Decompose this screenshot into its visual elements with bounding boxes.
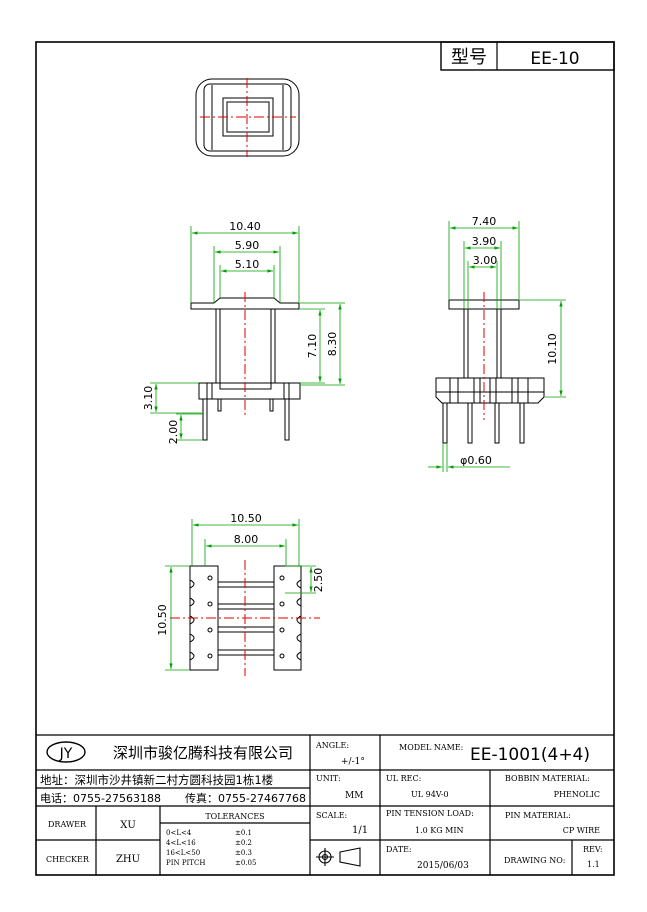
front-dimension-labels: 10.40 5.90 5.10 7.10 8.30 3.10 2.00	[142, 220, 339, 444]
bobbin-material-value: PHENOLIC	[554, 790, 600, 799]
pin-tension-label: PIN TENSION LOAD:	[386, 809, 474, 818]
scale-value: 1/1	[352, 825, 368, 836]
drawer-value: XU	[120, 820, 136, 831]
model-name-value: EE-1001(4+4)	[470, 745, 590, 765]
dim-side-width-core: 3.00	[473, 254, 498, 267]
side-view	[435, 292, 545, 444]
date-value: 2015/06/03	[417, 861, 469, 871]
svg-text:JY: JY	[59, 746, 73, 762]
dim-bottom-width-overall: 10.50	[230, 512, 262, 525]
ul-rec-value: UL 94V-0	[411, 790, 449, 799]
checker-label: CHECKER	[46, 855, 90, 864]
dim-side-height: 10.10	[546, 333, 559, 365]
pin-material-label: PIN MATERIAL:	[505, 811, 571, 820]
title-block	[36, 734, 614, 875]
front-dimensions	[150, 226, 345, 441]
side-dimension-labels: 7.40 3.90 3.00 10.10 φ0.60	[460, 215, 559, 467]
company-phone: 电话：0755-27563188	[40, 792, 161, 805]
header-model-box: 型号 EE-10	[440, 41, 615, 71]
tolerance-list: 0<L<4 ±0.1 4<L<16 ±0.2 16<L<50 ±0.3 PIN …	[166, 829, 256, 867]
projection-symbol-icon	[316, 847, 361, 867]
tolerance-range: 4<L<16	[166, 839, 196, 847]
tolerance-range: 16<L<50	[166, 849, 200, 857]
dim-front-width-overall: 10.40	[229, 220, 261, 233]
model-label: EE-10	[530, 49, 579, 69]
bottom-dimension-labels: 10.50 8.00 10.50 2.50	[156, 512, 325, 636]
bottom-view	[170, 560, 320, 676]
tolerance-value: ±0.05	[235, 859, 256, 867]
sheet-border	[35, 41, 615, 876]
date-label: DATE:	[386, 845, 412, 854]
bobbin-material-label: BOBBIN MATERIAL:	[505, 774, 590, 783]
unit-label: UNIT:	[316, 774, 341, 783]
tolerances-label: TOLERANCES	[205, 812, 264, 821]
tolerance-range: PIN PITCH	[166, 859, 205, 867]
drawing-no-label: DRAWING NO:	[504, 856, 565, 865]
dim-front-pin-length: 2.00	[167, 420, 180, 445]
tolerance-value: ±0.1	[235, 829, 252, 837]
drawer-label: DRAWER	[48, 820, 87, 829]
pin-tension-value: 1.0 KG MIN	[415, 826, 464, 835]
dim-bottom-width-inner: 8.00	[234, 533, 259, 546]
type-label: 型号	[451, 47, 487, 68]
top-view	[195, 78, 300, 157]
tolerance-value: ±0.3	[235, 849, 252, 857]
side-dimensions	[428, 221, 566, 472]
dim-bottom-height: 10.50	[156, 604, 169, 636]
dim-front-width-core: 5.10	[235, 258, 260, 271]
scale-label: SCALE:	[316, 811, 347, 820]
dim-front-width-inner: 5.90	[235, 239, 260, 252]
model-name-label: MODEL NAME:	[399, 743, 463, 752]
pin-material-value: CP WIRE	[563, 826, 600, 835]
bottom-dimensions	[165, 519, 316, 671]
company-name: 深圳市骏亿腾科技有限公司	[113, 744, 293, 762]
unit-value: MM	[345, 791, 363, 801]
checker-value: ZHU	[116, 854, 140, 865]
company-logo: JY	[46, 741, 86, 763]
dim-front-height-core: 7.10	[306, 334, 319, 359]
company-address: 地址：深圳市沙井镇新二村方圆科技园1栋1楼	[40, 773, 274, 787]
ul-rec-label: UL REC:	[386, 774, 421, 783]
tolerance-value: ±0.2	[235, 839, 252, 847]
dim-side-pin-diameter: φ0.60	[460, 454, 492, 467]
dim-side-width-inner: 3.90	[472, 235, 497, 248]
rev-value: 1.1	[587, 860, 600, 869]
dim-front-base-height: 3.10	[142, 386, 155, 411]
angle-label: ANGLE:	[315, 741, 349, 750]
dim-side-width-overall: 7.40	[472, 215, 497, 228]
front-view	[190, 292, 301, 441]
company-fax: 传真：0755-27467768	[185, 791, 306, 805]
dim-bottom-pitch: 2.50	[312, 568, 325, 593]
rev-label: REV:	[583, 845, 603, 854]
angle-value: +/-1°	[341, 757, 365, 767]
tolerance-range: 0<L<4	[166, 829, 192, 837]
dim-front-height-total: 8.30	[326, 332, 339, 357]
